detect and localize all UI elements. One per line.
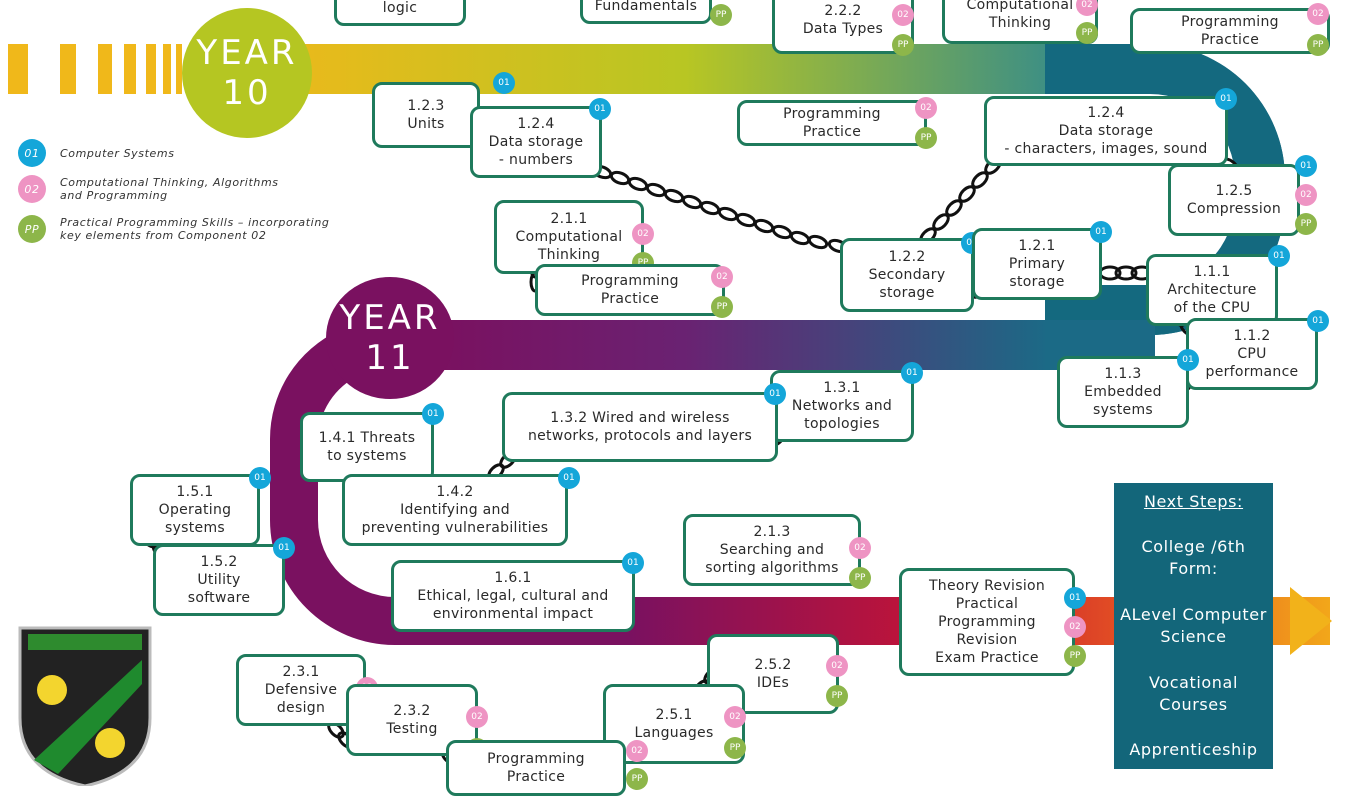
topic-logic: logic [334, 0, 466, 26]
legend-computer-systems: 01 Computer Systems [18, 139, 175, 167]
pp-badge: PP [1307, 34, 1329, 56]
topic-1-3-2-wired-wireless: 1.3.2 Wired and wireless networks, proto… [502, 392, 778, 462]
badge-02: 02 [826, 655, 848, 677]
topic-1-1-1-architecture: 1.1.1 Architecture of the CPU [1146, 254, 1278, 326]
legend-text: Computer Systems [60, 146, 175, 160]
legend-practical-programming: PP Practical Programming Skills – incorp… [18, 215, 330, 243]
badge-02: 02 [632, 223, 654, 245]
pp-badge: PP [626, 768, 648, 790]
badge-02: 02 [849, 537, 871, 559]
year10-road [240, 44, 1050, 94]
topic-1-4-1-threats: 1.4.1 Threats to systems [300, 412, 434, 482]
topic-1-1-3-embedded-systems: 1.1.3 Embedded systems [1057, 356, 1189, 428]
badge-02: 02 [915, 97, 937, 119]
year11-number: 11 [365, 338, 415, 378]
badge-01: 01 [249, 467, 271, 489]
pp-badge: PP [710, 4, 732, 26]
badge-02: 02 [711, 266, 733, 288]
topic-1-2-1-primary-storage: 1.2.1 Primary storage [972, 228, 1102, 300]
next-steps-apprenticeship: Apprenticeship [1129, 740, 1258, 759]
topic-2-1-3-searching-sorting: 2.1.3 Searching and sorting algorithms [683, 514, 861, 586]
legend-badge-01: 01 [18, 139, 46, 167]
badge-02: 02 [626, 740, 648, 762]
next-steps-college: College /6th Form: [1141, 537, 1246, 578]
next-steps-alevel: ALevel Computer Science [1120, 605, 1267, 646]
topic-computational-thinking-top: Computational Thinking [942, 0, 1098, 44]
next-steps-panel: Next Steps: College /6th Form: ALevel Co… [1114, 483, 1273, 769]
legend-text: Computational Thinking, Algorithms and P… [60, 176, 279, 202]
topic-1-5-1-operating-systems: 1.5.1 Operating systems [130, 474, 260, 546]
badge-02: 02 [1076, 0, 1098, 16]
badge-01: 01 [1215, 88, 1237, 110]
topic-programming-practice-211: Programming Practice [535, 264, 725, 316]
topic-1-6-1-ethical: 1.6.1 Ethical, legal, cultural and envir… [391, 560, 635, 632]
pp-badge: PP [1295, 213, 1317, 235]
topic-1-4-2-vulnerabilities: 1.4.2 Identifying and preventing vulnera… [342, 474, 568, 546]
badge-01: 01 [901, 362, 923, 384]
legend-text: Practical Programming Skills – incorpora… [60, 216, 330, 242]
road-arrow [1290, 587, 1332, 655]
topic-1-3-1-networks: 1.3.1 Networks and topologies [770, 370, 914, 442]
topic-revision: Theory Revision Practical Programming Re… [899, 568, 1075, 676]
topic-1-2-4-data-chars: 1.2.4 Data storage - characters, images,… [984, 96, 1228, 166]
badge-02: 02 [466, 706, 488, 728]
pp-badge: PP [711, 296, 733, 318]
badge-02: 02 [724, 706, 746, 728]
year10-label: YEAR [196, 33, 298, 73]
badge-02: 02 [1307, 3, 1329, 25]
badge-01: 01 [1177, 349, 1199, 371]
topic-programming-practice-bottom: Programming Practice [446, 740, 626, 796]
badge-01: 01 [764, 383, 786, 405]
legend-computational-thinking: 02 Computational Thinking, Algorithms an… [18, 175, 279, 203]
badge-01: 01 [1268, 245, 1290, 267]
badge-01: 01 [422, 403, 444, 425]
badge-02: 02 [1064, 616, 1086, 638]
topic-2-1-1-computational-thinking: 2.1.1 Computational Thinking [494, 200, 644, 274]
topic-programming-practice-top: Programming Practice [1130, 8, 1330, 54]
topic-2-5-1-languages: 2.5.1 Languages [603, 684, 745, 764]
badge-01: 01 [1307, 310, 1329, 332]
legend-badge-pp: PP [18, 215, 46, 243]
year11-label: YEAR [339, 298, 441, 338]
pp-badge: PP [826, 685, 848, 707]
topic-1-1-2-cpu-performance: 1.1.2 CPU performance [1186, 318, 1318, 390]
year10-road-dashes [8, 44, 182, 94]
badge-01: 01 [273, 537, 295, 559]
year10-circle: YEAR 10 [182, 8, 312, 138]
topic-2-2-2-data-types: 2.2.2 Data Types [772, 0, 914, 54]
badge-02: 02 [1295, 184, 1317, 206]
pp-badge: PP [915, 127, 937, 149]
badge-01: 01 [1090, 221, 1112, 243]
next-steps-title: Next Steps: [1143, 492, 1244, 511]
topic-fundamentals: Fundamentals [580, 0, 712, 24]
badge-01: 01 [622, 552, 644, 574]
year11-road [440, 320, 1050, 370]
pp-badge: PP [724, 737, 746, 759]
year10-number: 10 [222, 73, 272, 113]
next-steps-vocational: Vocational Courses [1149, 673, 1238, 714]
badge-01: 01 [1064, 587, 1086, 609]
badge-01: 01 [558, 467, 580, 489]
topic-1-5-2-utility-software: 1.5.2 Utility software [153, 544, 285, 616]
school-crest [18, 626, 152, 786]
badge-01: 01 [1295, 155, 1317, 177]
badge-01: 01 [493, 72, 515, 94]
topic-1-2-4-data-numbers: 1.2.4 Data storage - numbers [470, 106, 602, 178]
year11-circle: YEAR 11 [326, 277, 454, 399]
topic-1-2-3-units: 1.2.3 Units [372, 82, 480, 148]
pp-badge: PP [1064, 645, 1086, 667]
pp-badge: PP [892, 34, 914, 56]
badge-01: 01 [589, 98, 611, 120]
badge-02: 02 [892, 4, 914, 26]
legend-badge-02: 02 [18, 175, 46, 203]
pp-badge: PP [1076, 22, 1098, 44]
pp-badge: PP [849, 567, 871, 589]
topic-1-2-5-compression: 1.2.5 Compression [1168, 164, 1300, 236]
topic-programming-practice-mid: Programming Practice [737, 100, 927, 146]
topic-1-2-2-secondary-storage: 1.2.2 Secondary storage [840, 238, 974, 312]
